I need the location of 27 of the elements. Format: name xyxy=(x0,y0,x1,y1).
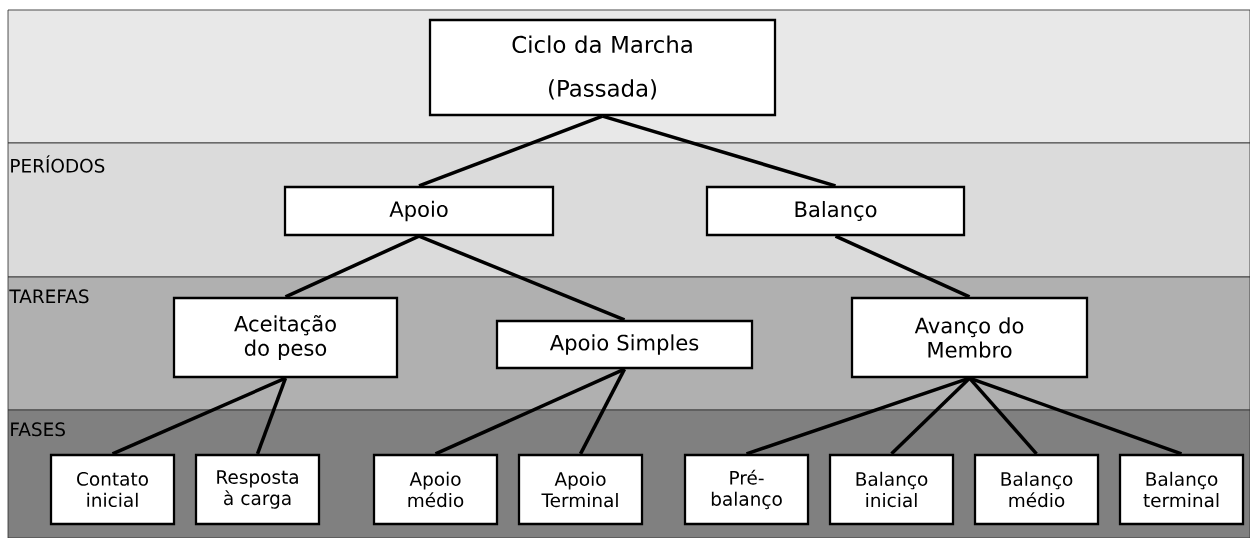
connector-line xyxy=(255,377,288,455)
connector-line xyxy=(111,376,287,456)
process-box: Resposta à carga xyxy=(194,453,321,526)
root-box: Ciclo da Marcha (Passada) xyxy=(428,18,777,117)
connector-line xyxy=(418,114,604,188)
process-box: Apoio Terminal xyxy=(517,453,644,526)
process-box: Contato inicial xyxy=(49,453,176,526)
band-label: TAREFAS xyxy=(9,289,89,304)
connector-line xyxy=(434,367,626,456)
process-box: Balanço médio xyxy=(973,453,1100,526)
connector-line xyxy=(602,114,836,188)
process-box: Pré-balanço xyxy=(683,453,810,526)
process-box: Balanço terminal xyxy=(1118,453,1245,526)
process-box: Apoio médio xyxy=(372,453,499,526)
connector-line xyxy=(418,234,626,322)
connector-line xyxy=(578,368,627,455)
process-box: Balanço xyxy=(705,185,966,237)
process-box: Balanço inicial xyxy=(828,453,955,526)
band-label: PERÍODOS xyxy=(11,155,105,173)
process-box: Aceitação do peso xyxy=(172,296,399,379)
connector-line xyxy=(284,234,420,299)
connector-line xyxy=(968,376,1183,456)
process-box: Apoio Simples xyxy=(495,319,754,370)
connector-line xyxy=(834,234,971,299)
process-box: Apoio xyxy=(283,185,555,237)
process-box: Avanço do Membro xyxy=(850,296,1089,379)
band-label: FASES xyxy=(11,422,65,437)
